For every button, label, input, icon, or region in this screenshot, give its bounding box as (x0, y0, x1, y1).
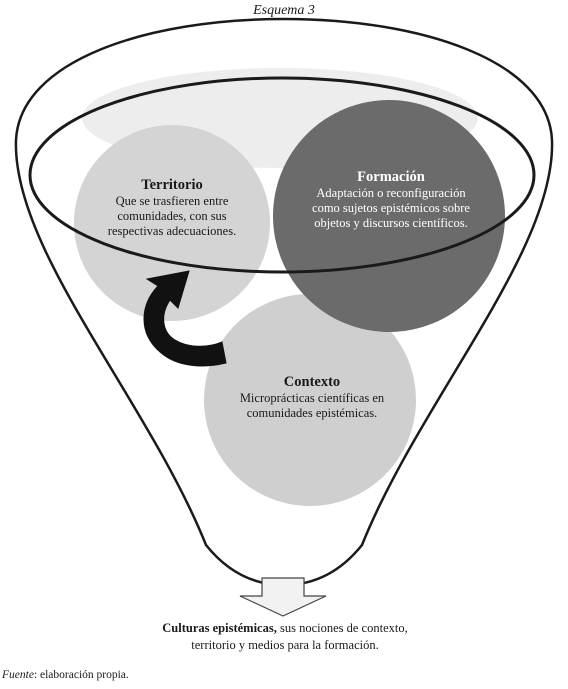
territorio-description: Que se trasfieren entre comunidades, con… (107, 194, 237, 238)
down-arrow-icon (239, 577, 327, 617)
source-note: Fuente: elaboración propia. (2, 669, 129, 681)
formacion-description: Adaptación o reconfiguración como sujeto… (312, 186, 470, 230)
result-text: Culturas epistémicas, sus nociones de co… (150, 620, 420, 654)
source-label: Fuente (2, 669, 34, 681)
curved-arrow-icon (143, 270, 227, 367)
contexto-label: Contexto Microprácticas científicas en c… (232, 375, 392, 421)
territorio-title: Territorio (141, 177, 203, 193)
formacion-title: Formación (357, 169, 425, 185)
contexto-description: Microprácticas científicas en comunidade… (239, 391, 385, 420)
formacion-label: Formación Adaptación o reconfiguración c… (311, 170, 471, 231)
formacion-circle (273, 100, 505, 332)
source-text: : elaboración propia. (33, 669, 129, 681)
result-bold: Culturas epistémicas, (162, 621, 277, 635)
funnel-inner-ring (28, 76, 536, 274)
territorio-circle (74, 125, 270, 321)
diagram-caption: Esquema 3 (253, 3, 315, 18)
result-rest: sus nociones de contexto, territorio y m… (191, 621, 408, 652)
contexto-circle (204, 294, 416, 506)
contexto-title: Contexto (283, 374, 341, 390)
territorio-label: Territorio Que se trasfieren entre comun… (92, 178, 252, 239)
